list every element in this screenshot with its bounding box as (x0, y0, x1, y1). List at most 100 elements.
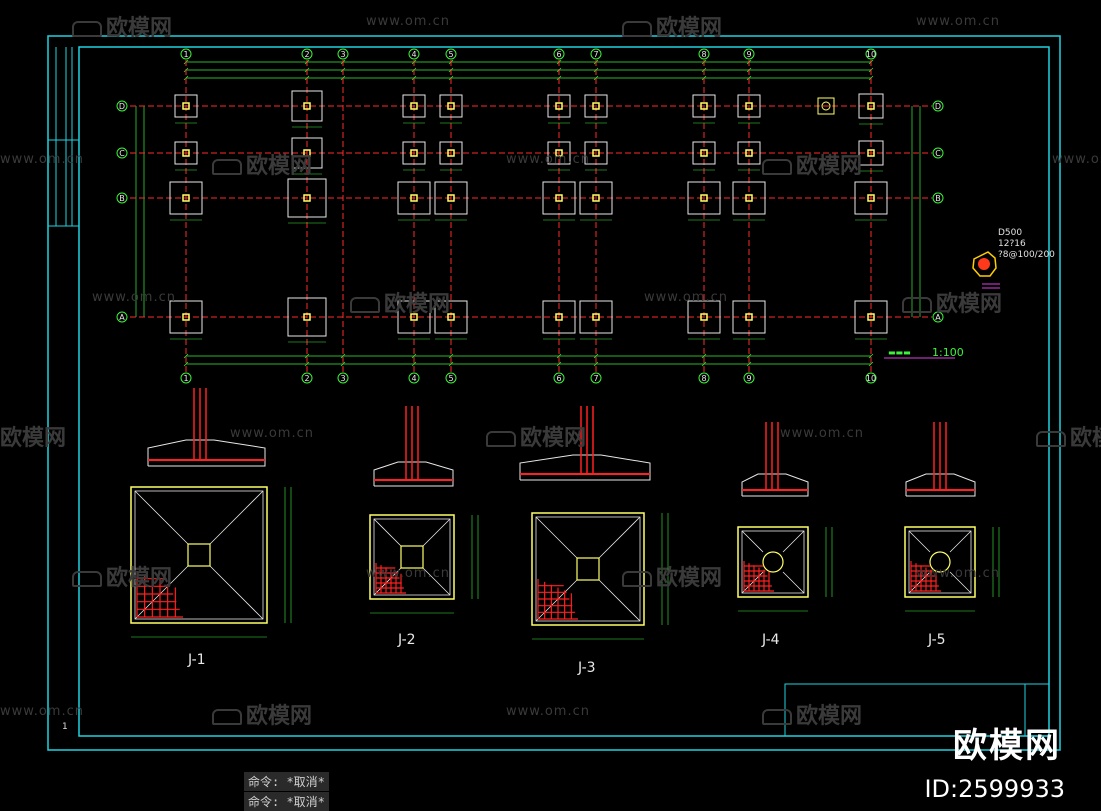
detail-plan-diagonal (134, 490, 189, 545)
detail-plan-outline (531, 512, 645, 626)
column-stub (867, 102, 875, 110)
dim-tick (411, 353, 417, 359)
sheet-number: 1 (62, 722, 68, 732)
footing-outline (542, 300, 576, 334)
dim-tick (868, 361, 874, 367)
footing-outline (439, 94, 463, 118)
axis-bubble-number (301, 48, 313, 60)
axis-bubble-number (180, 48, 192, 60)
watermark-logo: 欧模网 (622, 10, 722, 42)
detail-column-square (576, 557, 600, 581)
footing-outline (397, 181, 431, 215)
detail-plan-inner (908, 530, 972, 594)
watermark-logo: 欧模网 (212, 698, 312, 730)
dim-tick (340, 361, 346, 367)
axis-bubble-number-text: 10 (866, 50, 876, 59)
detail-plan-outline (369, 514, 455, 600)
watermark-logo: 欧模网 (0, 426, 67, 451)
axis-bubble-letter-text: D (119, 102, 125, 111)
watermark-url: www.om.cn (366, 566, 450, 581)
outer-frame (47, 35, 1061, 751)
axis-bubble-letter (116, 192, 128, 204)
column-stub (745, 313, 753, 321)
dim-tick (593, 353, 599, 359)
axis-bubble-number-text: 6 (556, 50, 561, 59)
footing-outline (854, 181, 888, 215)
watermark-url: www.om.cn (92, 290, 176, 305)
detail-plan-diagonal (741, 571, 764, 594)
detail-label-j2: J-2 (398, 632, 416, 648)
axis-bubble-letter (932, 147, 944, 159)
detail-section-outline (741, 473, 809, 497)
detail-plan-inner (741, 530, 805, 594)
axis-bubble-number-text: 8 (701, 374, 706, 383)
detail-column-square (187, 543, 211, 567)
detail-plan-diagonal (422, 518, 451, 547)
column-stub (303, 313, 311, 321)
detail-plan-diagonal (598, 579, 641, 622)
watermark-url: www.om.cn (1052, 152, 1101, 167)
column-stub (700, 149, 708, 157)
plan-title: ▬▬▬ (888, 348, 911, 357)
dim-tick (448, 353, 454, 359)
column-stub (867, 194, 875, 202)
footing-outline (732, 181, 766, 215)
axis-bubble-number-text: 5 (448, 50, 453, 59)
dim-tick (746, 361, 752, 367)
watermark-url: www.om.cn (506, 704, 590, 719)
sofa-icon (212, 709, 242, 725)
dim-tick (556, 361, 562, 367)
sofa-icon (212, 159, 242, 175)
watermark-logo: 欧模网 (762, 148, 862, 180)
watermark-logo: 欧模网 (350, 286, 450, 318)
watermark-url: www.om.cn (230, 426, 314, 441)
column-stub (555, 149, 563, 157)
dim-tick (701, 361, 707, 367)
footing-outline (692, 141, 716, 165)
detail-section-outline (147, 439, 266, 467)
footing-plan (169, 90, 888, 343)
footing-outline (439, 141, 463, 165)
dim-tick (593, 361, 599, 367)
pile-cap (817, 97, 835, 115)
axis-bubble-number (865, 372, 877, 384)
dim-tick (304, 361, 310, 367)
detail-label-j1: J-1 (188, 652, 206, 668)
sofa-icon (1036, 431, 1066, 447)
pile-stirrup: ?8@100/200 (998, 250, 1055, 260)
footing-outline (687, 181, 721, 215)
detail-plan-diagonal (908, 530, 931, 553)
axis-bubble-number-text: 8 (701, 50, 706, 59)
axis-bubble-number (301, 372, 313, 384)
footing-outline (584, 94, 608, 118)
axis-bubble-letter (116, 311, 128, 323)
pile-circle (821, 101, 831, 111)
axis-bubble-number (337, 372, 349, 384)
footing-outline (547, 94, 571, 118)
detail-plan-diagonal (782, 530, 805, 553)
footing-outline (174, 94, 198, 118)
column-stub (700, 313, 708, 321)
dim-tick (183, 361, 189, 367)
scale-label: 1:100 (932, 346, 964, 359)
detail-label-j4: J-4 (762, 632, 780, 648)
axis-bubble-number (590, 372, 602, 384)
watermark-logo: 欧模网 (1036, 420, 1101, 452)
column-stub (182, 149, 190, 157)
axis-bubble-number (553, 48, 565, 60)
axis-bubble-letter-text: B (935, 194, 941, 203)
column-stub (592, 102, 600, 110)
axis-bubble-number-text: 2 (304, 374, 309, 383)
command-prompt-line[interactable]: 命令: *取消* (244, 792, 329, 811)
detail-section-outline (373, 461, 454, 487)
detail-plan-diagonal (598, 516, 641, 559)
detail-section-outline (519, 454, 651, 481)
brand-overlay-logo: 欧模网 (953, 726, 1061, 766)
column-stub (303, 149, 311, 157)
column-stub (555, 313, 563, 321)
footing-outline (732, 300, 766, 334)
footing-outline (584, 141, 608, 165)
sofa-icon (762, 709, 792, 725)
